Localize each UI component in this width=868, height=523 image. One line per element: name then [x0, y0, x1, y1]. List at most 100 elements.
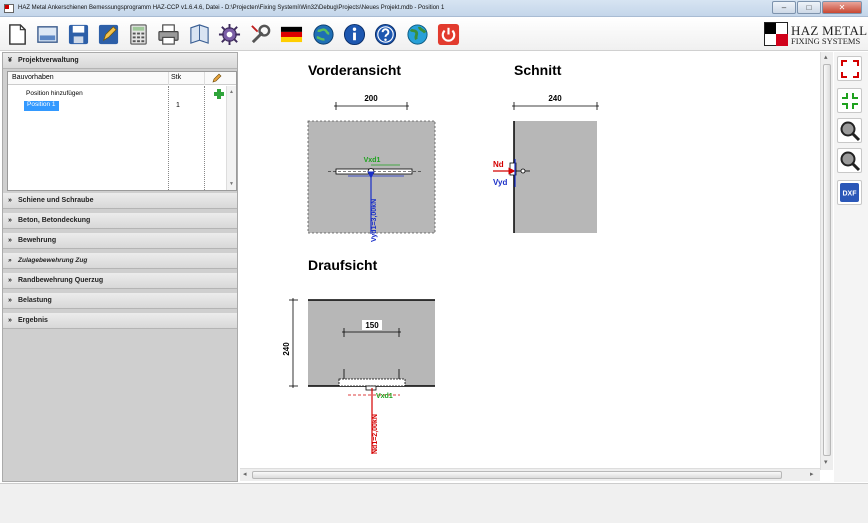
report-button[interactable]: [187, 22, 212, 47]
section-label: Beton, Betondeckung: [18, 217, 91, 224]
section-label: Projektverwaltung: [18, 57, 79, 64]
logo-mark-icon: [764, 22, 788, 46]
top-vxd-label: Vxd1: [376, 393, 393, 400]
horizontal-scroll-thumb[interactable]: [252, 471, 782, 479]
dxf-label: DXF: [843, 191, 858, 198]
globe-icon: [313, 24, 334, 45]
column-stk[interactable]: Stk: [171, 74, 182, 81]
section-zulagebewehrung[interactable]: »Zulagebewehrung Zug: [3, 253, 237, 269]
language-german-button[interactable]: [279, 22, 304, 47]
printer-icon: [158, 24, 179, 45]
list-item-label: Position 1: [27, 101, 56, 108]
globe-button[interactable]: [405, 22, 430, 47]
top-view-height-dimension: [289, 298, 298, 388]
vertical-scroll-thumb[interactable]: [823, 64, 831, 456]
section-view-title: Schnitt: [514, 62, 562, 78]
chevron-right-icon: »: [8, 237, 12, 244]
project-list[interactable]: Bauvorhaben Stk Position hinzufügen Posi…: [7, 71, 237, 191]
edit-pencil-icon: [98, 24, 119, 45]
info-button[interactable]: [342, 22, 367, 47]
section-label: Schiene und Schraube: [18, 197, 94, 204]
report-book-icon: [190, 24, 209, 44]
exit-button[interactable]: [436, 22, 461, 47]
section-ergebnis[interactable]: » Ergebnis: [3, 313, 237, 329]
scroll-up-icon[interactable]: ▴: [824, 54, 828, 61]
section-projektverwaltung[interactable]: ¥ Projektverwaltung: [3, 53, 237, 69]
logo-line-2: FIXING SYSTEMS: [791, 36, 861, 46]
minimize-button[interactable]: –: [772, 1, 796, 14]
section-belastung[interactable]: »Belastung: [3, 293, 237, 309]
section-schiene-schraube[interactable]: »Schiene und Schraube: [3, 193, 237, 209]
calculator-button[interactable]: [126, 22, 151, 47]
section-bewehrung[interactable]: » Bewehrung: [3, 233, 237, 249]
close-button[interactable]: ✕: [822, 1, 862, 14]
list-item-position-1[interactable]: Position 1: [24, 101, 59, 111]
zoom-fit-button[interactable]: [837, 88, 862, 113]
info-icon: [343, 23, 366, 46]
section-label: Randbewehrung Querzug: [18, 277, 104, 284]
column-bauvorhaben[interactable]: Bauvorhaben: [12, 74, 54, 81]
tools-button[interactable]: [248, 22, 273, 47]
pencil-icon[interactable]: [212, 73, 222, 83]
help-button[interactable]: [373, 22, 398, 47]
list-item-add-position[interactable]: Position hinzufügen: [26, 90, 83, 100]
scroll-down-icon[interactable]: ▾: [824, 459, 828, 466]
gear-icon: [218, 23, 241, 46]
top-width-label-bg: [362, 320, 382, 330]
column-separator: [168, 86, 169, 190]
main-toolbar: HAZ METAL FIXING SYSTEMS: [0, 18, 868, 51]
edit-project-button[interactable]: [96, 22, 121, 47]
add-position-icon[interactable]: [214, 89, 224, 99]
chevron-right-icon: »: [8, 317, 12, 324]
top-nd-label: Nd1=2,00kN: [372, 414, 379, 454]
top-view-concrete: [308, 300, 435, 386]
top-view-height: 240: [282, 342, 291, 356]
horizontal-scrollbar[interactable]: ◂ ▸: [240, 468, 820, 481]
print-preview-icon: [37, 26, 58, 43]
front-view-title: Vorderansicht: [308, 62, 401, 78]
list-header: Bauvorhaben Stk: [8, 72, 236, 85]
column-separator: [204, 86, 205, 190]
save-button[interactable]: [66, 22, 91, 47]
section-view-width: 240: [548, 94, 562, 103]
zoom-in-button[interactable]: [837, 118, 862, 143]
list-scrollbar[interactable]: ▲ ▼: [226, 86, 236, 190]
position-qty: 1: [176, 102, 180, 109]
print-button[interactable]: [156, 22, 181, 47]
front-view-dimension: [334, 102, 409, 110]
scroll-right-icon[interactable]: ▸: [810, 471, 814, 478]
app-icon: [4, 4, 14, 13]
front-vyd-label: Vyd1=3,00kN: [371, 199, 378, 242]
technical-drawing: Vorderansicht 200 Vxd1 Vyd1=3,00kN Schni…: [282, 62, 599, 454]
section-label: Belastung: [18, 297, 52, 304]
chevron-down-icon: ¥: [8, 57, 12, 64]
dxf-export-button[interactable]: DXF: [837, 180, 862, 205]
scroll-up-icon[interactable]: ▲: [229, 89, 234, 95]
section-label: Bewehrung: [18, 237, 57, 244]
new-document-button[interactable]: [5, 22, 30, 47]
status-bar: [0, 483, 868, 523]
section-label: Ergebnis: [18, 317, 48, 324]
section-beton[interactable]: »Beton, Betondeckung: [3, 213, 237, 229]
maximize-button[interactable]: □: [797, 1, 821, 14]
print-preview-button[interactable]: [35, 22, 60, 47]
floppy-disk-icon: [68, 24, 89, 45]
zoom-out-button[interactable]: [837, 148, 862, 173]
anchor-channel-top: [338, 369, 406, 391]
section-randbewehrung[interactable]: »Randbewehrung Querzug: [3, 273, 237, 289]
vertical-scrollbar[interactable]: ▴ ▾: [820, 52, 833, 470]
dxf-icon: DXF: [840, 183, 859, 202]
column-divider: [168, 72, 169, 85]
section-label: Zulagebewehrung Zug: [18, 257, 88, 264]
scroll-left-icon[interactable]: ◂: [243, 471, 247, 478]
settings-button[interactable]: [217, 22, 242, 47]
german-flag-icon: [280, 26, 303, 43]
front-view-width: 200: [364, 94, 378, 103]
drawing-canvas[interactable]: Vorderansicht 200 Vxd1 Vyd1=3,00kN Schni…: [240, 52, 820, 468]
calculator-icon: [130, 24, 147, 45]
column-divider: [204, 72, 205, 85]
web-update-button[interactable]: [311, 22, 336, 47]
zoom-extents-icon: [840, 59, 859, 78]
scroll-down-icon[interactable]: ▼: [229, 181, 234, 187]
zoom-extents-button[interactable]: [837, 56, 862, 81]
